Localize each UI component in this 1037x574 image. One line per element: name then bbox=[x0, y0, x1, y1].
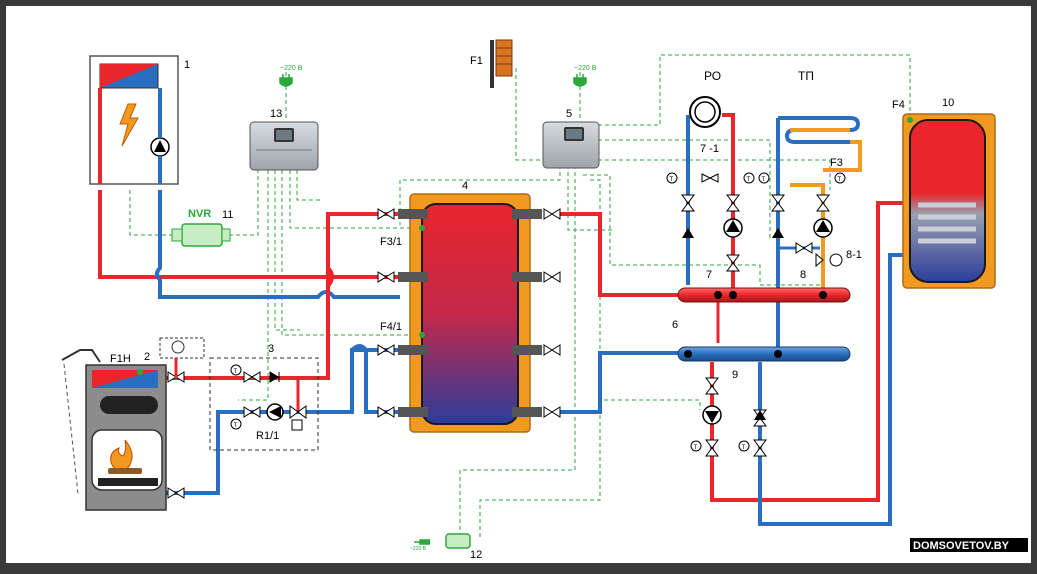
pipe-boiler-return bbox=[165, 348, 400, 495]
control-wires bbox=[129, 54, 911, 540]
power-plug-icon bbox=[279, 74, 293, 87]
label-n8-1: 8-1 bbox=[846, 249, 862, 261]
safety-group bbox=[159, 337, 205, 378]
mixing-valve-icon bbox=[289, 405, 307, 431]
mixing-group-box bbox=[209, 357, 319, 451]
label-f1h: F1H bbox=[110, 353, 131, 365]
label-nvr: NVR bbox=[188, 208, 211, 220]
circuit-valves bbox=[681, 173, 830, 457]
dhw-tank[interactable] bbox=[902, 113, 996, 289]
watermark: DOMSOVETOV.BY bbox=[913, 540, 1010, 552]
controller-5[interactable] bbox=[542, 121, 600, 169]
manifold-dot bbox=[819, 291, 827, 299]
electric-boiler[interactable] bbox=[89, 55, 179, 185]
thermometer-label: T bbox=[838, 177, 842, 183]
tank-valves bbox=[377, 208, 561, 418]
label-n10: 10 bbox=[942, 97, 954, 109]
sensor-icon bbox=[907, 117, 913, 123]
underfloor-heating-icon bbox=[778, 116, 862, 172]
pipe-buffer-hot-out bbox=[560, 212, 680, 297]
solid-fuel-boiler[interactable] bbox=[61, 349, 167, 511]
power-plug-icon bbox=[414, 539, 430, 545]
manifold-dot bbox=[774, 350, 782, 358]
label-f1: F1 bbox=[470, 55, 483, 67]
label-n13: 13 bbox=[270, 108, 282, 120]
manifold-dot bbox=[684, 350, 692, 358]
label-n7-1: 7 -1 bbox=[700, 143, 719, 155]
pump-icon bbox=[702, 218, 833, 425]
controller-13[interactable] bbox=[249, 121, 319, 171]
valve-icon bbox=[167, 371, 185, 499]
label-n9: 9 bbox=[732, 369, 738, 381]
label-r1-1: R1/1 bbox=[256, 430, 279, 442]
label-n8: 8 bbox=[800, 269, 806, 281]
label-n2: 2 bbox=[144, 351, 150, 363]
label-f4-1: F4/1 bbox=[380, 321, 402, 333]
check-valve-icon bbox=[269, 371, 280, 383]
thermometer-label: T bbox=[747, 177, 751, 183]
label-n7: 7 bbox=[706, 269, 712, 281]
sensor-icon bbox=[419, 225, 425, 231]
label-tp: ТП bbox=[798, 69, 814, 83]
label-n11: 11 bbox=[222, 209, 233, 221]
label-f4: F4 bbox=[892, 99, 905, 111]
pipe-tp-supply bbox=[790, 183, 825, 295]
thermometer-label: T bbox=[762, 177, 766, 183]
pump-icon bbox=[266, 403, 284, 421]
manifold-dot bbox=[714, 291, 722, 299]
thermometer-label: T bbox=[670, 177, 674, 183]
unit-12[interactable] bbox=[445, 533, 471, 549]
flame-icon bbox=[108, 439, 142, 474]
thermometer-label: T bbox=[234, 369, 238, 375]
thermometer-icon bbox=[230, 172, 846, 452]
sensor-icon bbox=[419, 332, 425, 338]
label-ro: РО bbox=[704, 69, 721, 83]
thermometer-label: T bbox=[234, 423, 238, 429]
label-n1: 1 bbox=[184, 59, 190, 71]
label-n4: 4 bbox=[462, 180, 468, 192]
lightning-icon bbox=[119, 103, 139, 147]
pipe-boiler-supply-branch bbox=[326, 214, 334, 378]
valve-icon bbox=[243, 371, 261, 418]
watermark-background bbox=[910, 538, 1028, 552]
thermometer-label: T bbox=[742, 445, 746, 451]
pipe-boiler-return-lower bbox=[350, 344, 400, 414]
labels: 1 2 3 4 5 6 7 7 -1 8 8-1 9 10 11 12 13 N… bbox=[110, 55, 954, 561]
label-power-12: ~220 В bbox=[410, 546, 427, 552]
label-n3: 3 bbox=[268, 343, 274, 355]
pump-icon bbox=[150, 137, 170, 157]
label-f3: F3 bbox=[830, 157, 843, 169]
label-power-13: ~220 В bbox=[280, 65, 303, 72]
label-n5: 5 bbox=[566, 108, 572, 120]
label-power-5: ~220 В bbox=[574, 65, 597, 72]
power-plug-icon bbox=[573, 74, 587, 87]
heat-exchanger-coil bbox=[918, 202, 976, 244]
nvr-unit[interactable] bbox=[171, 223, 231, 247]
label-n6: 6 bbox=[672, 319, 678, 331]
radiator-icon bbox=[689, 96, 721, 128]
thermometer-label: T bbox=[694, 445, 698, 451]
mixing-valve-icon bbox=[815, 252, 843, 268]
label-f3-1: F3/1 bbox=[380, 236, 402, 248]
pipe-buffer-cold-in bbox=[560, 351, 680, 414]
buffer-tank[interactable] bbox=[398, 193, 542, 433]
cold-manifold bbox=[677, 346, 851, 362]
sensor-icon bbox=[137, 369, 143, 375]
chimney-icon bbox=[490, 39, 513, 88]
pipes bbox=[98, 113, 910, 526]
check-valve-icon bbox=[682, 228, 784, 420]
pipe-boiler1-supply bbox=[98, 190, 400, 279]
pipe-dhw-return bbox=[758, 253, 910, 526]
manifold-dot bbox=[729, 291, 737, 299]
hot-manifold bbox=[677, 287, 851, 303]
label-n12: 12 bbox=[470, 549, 482, 561]
